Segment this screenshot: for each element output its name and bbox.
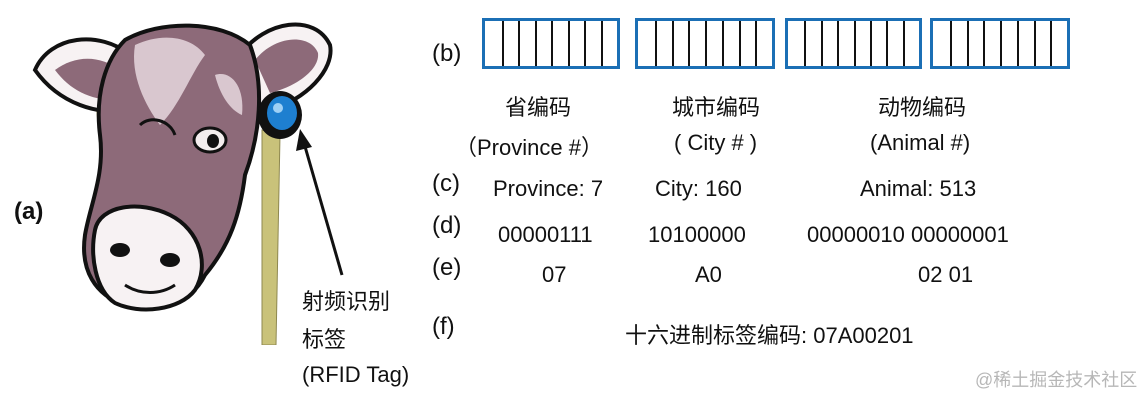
cow-illustration [32, 22, 333, 345]
animal-bit-box-low [930, 18, 1070, 69]
hex-tag-code: 十六进制标签编码: 07A00201 [625, 323, 914, 348]
label-e: (e) [432, 254, 462, 281]
bit-cell-divider [584, 21, 586, 66]
bit-cell-divider [568, 21, 570, 66]
bit-cell-divider [1034, 21, 1036, 66]
bit-cell-divider [886, 21, 888, 66]
binary-value: 10100000 [648, 222, 746, 247]
hex-value: 07 [542, 262, 567, 287]
bit-cell-divider [870, 21, 872, 66]
field-name-cn: 动物编码 [878, 95, 967, 120]
decimal-value: Animal: 513 [860, 176, 977, 201]
bit-cell-divider [821, 21, 823, 66]
bit-cell-divider [722, 21, 724, 66]
province-bit-box [482, 18, 620, 69]
hex-value: 02 01 [918, 262, 974, 287]
label-d: (d) [432, 212, 462, 239]
tag-caption-en: (RFID Tag) [302, 362, 410, 387]
bit-cell-divider [983, 21, 985, 66]
bit-cell-divider [655, 21, 657, 66]
field-name-en: (Animal #) [870, 130, 971, 155]
hex-value: A0 [695, 262, 722, 287]
bit-cell-divider [804, 21, 806, 66]
decimal-value: Province: 7 [493, 176, 604, 201]
bit-cell-divider [1050, 21, 1052, 66]
arrow-to-tag [296, 129, 344, 276]
label-a: (a) [14, 198, 44, 225]
field-name-cn: 省编码 [505, 95, 572, 120]
bit-cell-divider [1017, 21, 1019, 66]
field-name-en: （Province #） [455, 135, 603, 160]
decimal-value: City: 160 [655, 176, 742, 201]
bit-cell-divider [601, 21, 603, 66]
bit-cell-divider [755, 21, 757, 66]
bit-cell-divider [854, 21, 856, 66]
label-c: (c) [432, 170, 460, 197]
bit-cell-divider [535, 21, 537, 66]
bit-cell-divider [688, 21, 690, 66]
bit-cell-divider [502, 21, 504, 66]
binary-value: 00000111 [498, 222, 593, 247]
bit-cell-divider [903, 21, 905, 66]
bit-cell-divider [967, 21, 969, 66]
label-f: (f) [432, 313, 455, 340]
animal-bit-box-high [785, 18, 922, 69]
bit-cell-divider [705, 21, 707, 66]
bit-cell-divider [551, 21, 553, 66]
field-name-en: ( City # ) [674, 130, 758, 155]
bit-cell-divider [672, 21, 674, 66]
city-bit-box [635, 18, 775, 69]
bit-cell-divider [518, 21, 520, 66]
watermark: @稀土掘金技术社区 [975, 370, 1138, 390]
bit-cell-divider [1000, 21, 1002, 66]
bit-cell-divider [837, 21, 839, 66]
bit-cell-divider [739, 21, 741, 66]
label-b: (b) [432, 40, 462, 67]
binary-value: 00000010 00000001 [807, 222, 1009, 247]
field-name-cn: 城市编码 [672, 95, 761, 120]
tag-caption-cn: 射频识别 [302, 289, 391, 314]
bit-cell-divider [950, 21, 952, 66]
tag-caption-cn-2: 标签 [302, 327, 347, 352]
